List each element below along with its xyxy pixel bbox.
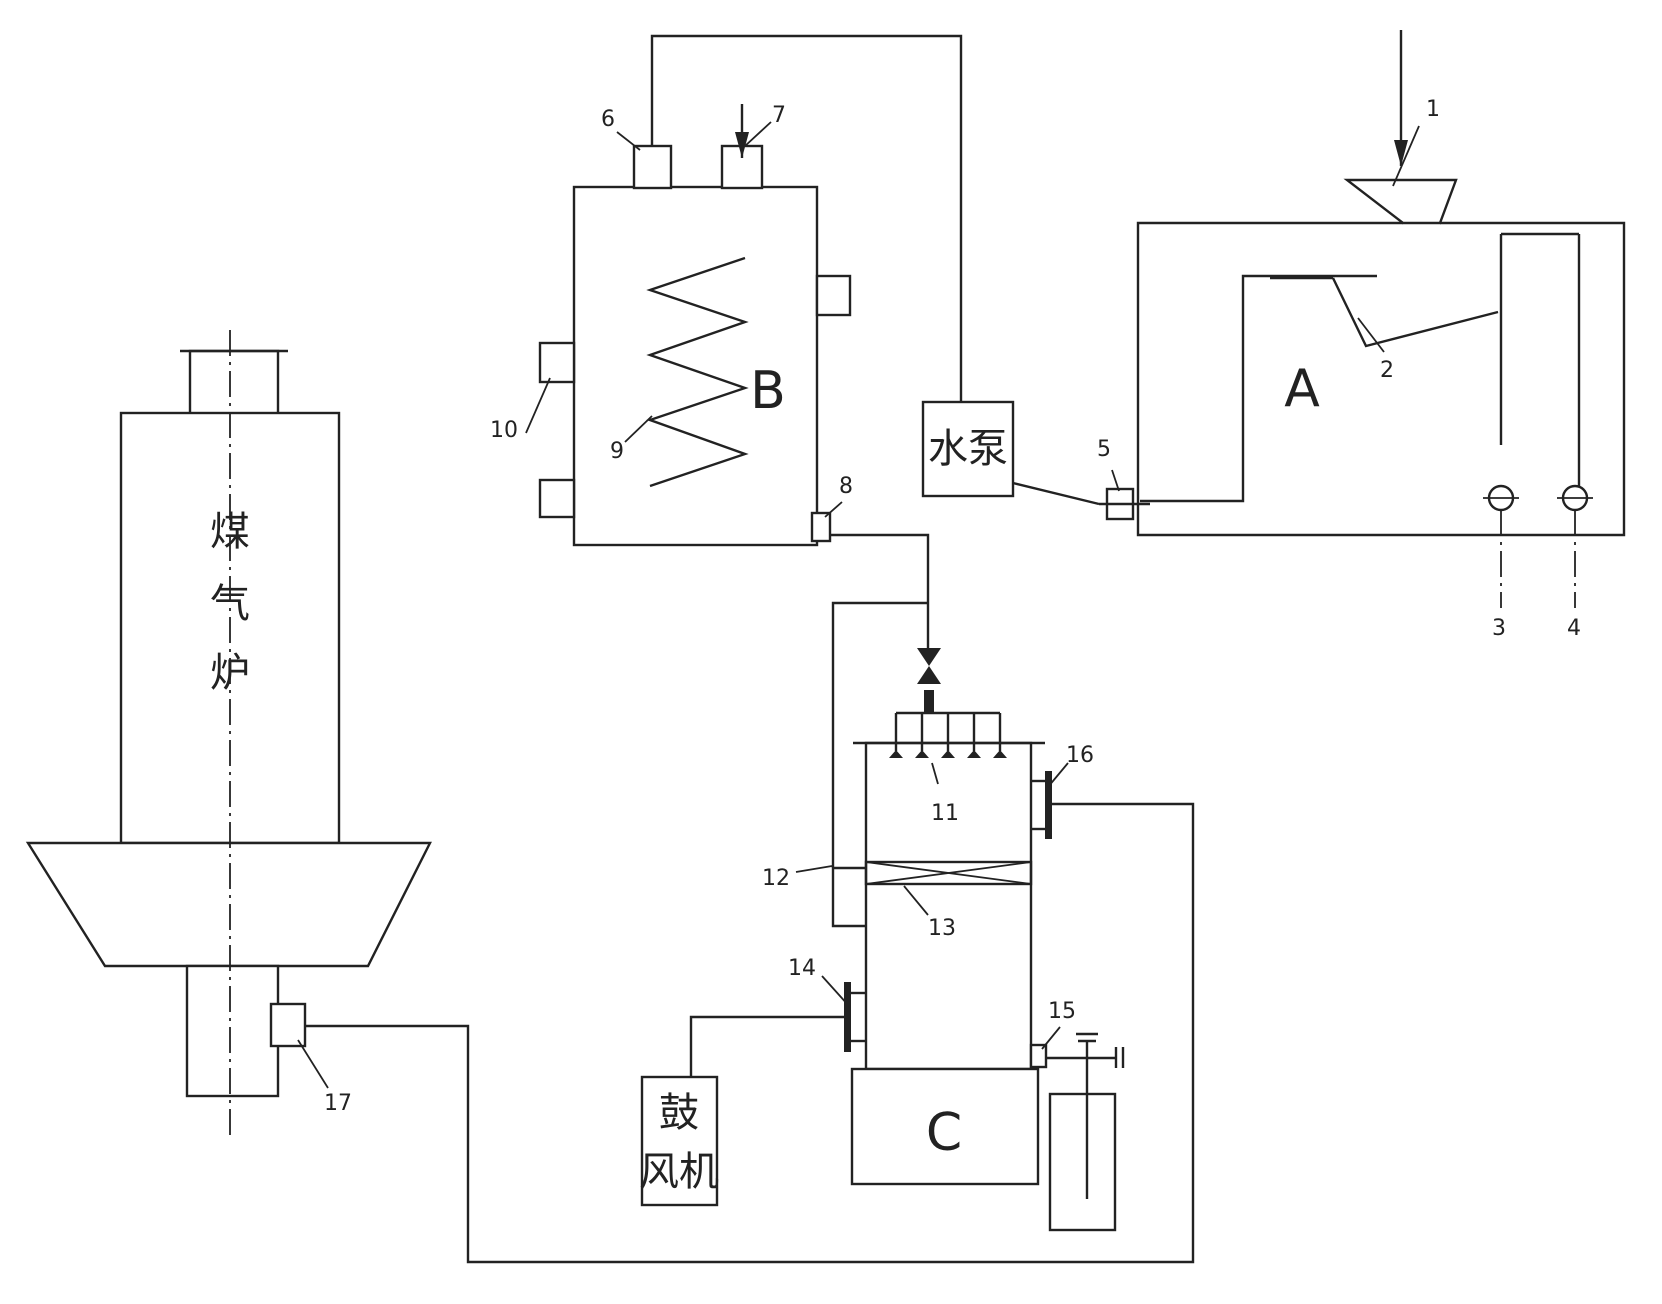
blower-label-1: 鼓 [659, 1090, 699, 1136]
pipe-b-to-valve [830, 533, 930, 648]
outlet-flange-16 [1045, 771, 1052, 839]
callout-16: 16 [1066, 743, 1094, 768]
spray-nozzle [967, 750, 981, 758]
callout-10: 10 [490, 418, 518, 443]
callout-4: 4 [1567, 616, 1581, 641]
unit-a-inner-wall [1140, 274, 1377, 503]
callout-9: 9 [610, 439, 624, 464]
furnace-top-stack [188, 349, 280, 417]
unit-b-left-port-lower [538, 478, 576, 519]
furnace-label-1: 煤 [210, 509, 250, 555]
inlet-flange-14 [844, 982, 851, 1052]
unit-a-chute-2 [1331, 277, 1499, 348]
unit-a-label: A [1284, 359, 1320, 419]
unit-b-label: B [750, 361, 786, 421]
spray-nozzle [915, 750, 929, 758]
packing-layer-13 [864, 860, 1033, 886]
furnace-hopper [25, 841, 432, 968]
inlet-arrow-7 [735, 132, 749, 158]
callout-12: 12 [762, 866, 790, 891]
pipe-bypass-12 [831, 601, 928, 868]
tower-base-c [850, 1067, 1040, 1186]
blower: 鼓 风机 [639, 1075, 719, 1207]
unit-b-inlet-6 [632, 144, 673, 190]
leader-lines [297, 121, 1420, 1089]
blower-box [640, 1075, 719, 1207]
drain-port-15 [1029, 1043, 1048, 1069]
unit-b: B [538, 144, 852, 547]
spray-nozzle [941, 750, 955, 758]
water-pump-label: 水泵 [928, 426, 1008, 472]
pipe-blower-to-tower [689, 1015, 844, 1077]
callout-2: 2 [1380, 358, 1394, 383]
furnace-bottom-outlet [185, 964, 280, 1098]
callout-17: 17 [324, 1091, 352, 1116]
callout-6: 6 [601, 107, 615, 132]
spray-nozzle-11 [889, 750, 903, 758]
callout-1: 1 [1426, 97, 1440, 122]
tower-body [864, 741, 1033, 1071]
unit-b-body [572, 185, 819, 547]
callout-5: 5 [1097, 437, 1111, 462]
unit-a-body [1136, 221, 1626, 537]
callout-15: 15 [1048, 999, 1076, 1024]
pipe-b-to-pump [650, 34, 963, 402]
callout-13: 13 [928, 916, 956, 941]
pipe-pump-to-a [1012, 481, 1100, 506]
callout-numbers: 1 2 3 4 5 6 7 8 9 10 11 12 13 14 15 16 1… [324, 97, 1581, 1116]
feed-hopper-1 [1343, 178, 1458, 225]
blower-label-2: 风机 [639, 1149, 719, 1195]
callout-14: 14 [788, 956, 816, 981]
unit-a: A [1099, 30, 1626, 608]
furnace-label-3: 炉 [210, 650, 250, 696]
callout-3: 3 [1492, 616, 1506, 641]
pipe-tower-to-furnace [305, 802, 1195, 1264]
water-pump-box [921, 400, 1015, 498]
side-duct-12 [831, 866, 866, 928]
gas-furnace: 煤 气 炉 [25, 330, 432, 1138]
valve-icon [917, 648, 941, 666]
drain-tank-box [1048, 1092, 1117, 1232]
unit-b-left-port-10 [538, 341, 576, 384]
furnace-outlet-port-17 [269, 1002, 307, 1048]
heating-coil [646, 256, 749, 488]
furnace-label-2: 气 [210, 581, 250, 627]
callout-8: 8 [839, 474, 853, 499]
piping [305, 34, 1195, 1264]
unit-c-label: C [926, 1103, 962, 1163]
callout-11: 11 [931, 801, 959, 826]
unit-c: C [831, 648, 1052, 1186]
spray-nozzle [993, 750, 1007, 758]
unit-b-right-port [815, 274, 852, 317]
unit-b-outlet-8 [810, 511, 832, 543]
feed-arrow [1394, 140, 1408, 166]
drain-tank [1046, 1032, 1125, 1232]
water-pump: 水泵 [921, 400, 1015, 498]
callout-7: 7 [772, 103, 786, 128]
